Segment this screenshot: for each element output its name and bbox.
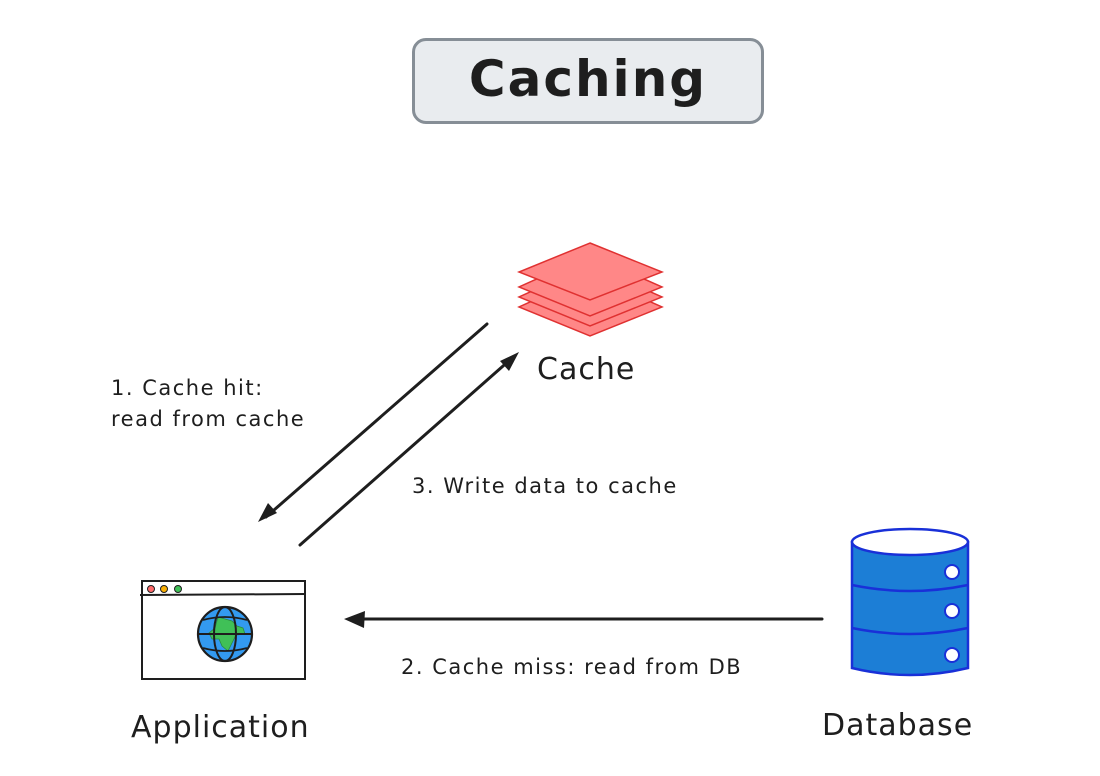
arrowhead-write-cache xyxy=(500,352,519,371)
db-divider-1 xyxy=(851,583,969,593)
edge-label-write-cache: 3. Write data to cache xyxy=(412,474,678,498)
window-dot-red xyxy=(147,585,155,593)
db-indicator-1 xyxy=(944,564,960,580)
diagram-title: Caching xyxy=(468,50,708,108)
edge-label-cache-hit-line2: read from cache xyxy=(111,407,306,431)
database-label: Database xyxy=(822,708,974,743)
browser-globe-icon xyxy=(139,580,307,680)
stacked-layers-icon xyxy=(516,242,665,337)
arrowhead-cache-hit xyxy=(258,503,277,522)
globe-icon xyxy=(196,605,254,663)
db-top xyxy=(850,527,970,557)
edge-label-cache-hit-line1: 1. Cache hit: xyxy=(111,376,264,400)
browser-titlebar-divider xyxy=(139,593,307,596)
edge-label-cache-hit: 1. Cache hit: read from cache xyxy=(111,373,305,435)
arrow-cache-hit xyxy=(258,322,489,522)
edge-label-cache-miss: 2. Cache miss: read from DB xyxy=(401,655,743,679)
arrowhead-cache-miss xyxy=(344,611,365,628)
db-indicator-2 xyxy=(944,603,960,619)
cache-label: Cache xyxy=(537,352,636,387)
db-indicator-3 xyxy=(944,647,960,663)
cache-layer-1 xyxy=(516,242,665,301)
title-box: Caching xyxy=(412,38,764,124)
database-cylinder-icon xyxy=(850,527,970,677)
window-dot-yellow xyxy=(160,585,168,593)
db-body xyxy=(850,540,970,677)
arrow-write-cache xyxy=(298,352,519,547)
arrow-cache-miss xyxy=(344,611,824,628)
db-divider-2 xyxy=(851,626,969,636)
window-dot-green xyxy=(174,585,182,593)
application-label: Application xyxy=(131,710,310,745)
